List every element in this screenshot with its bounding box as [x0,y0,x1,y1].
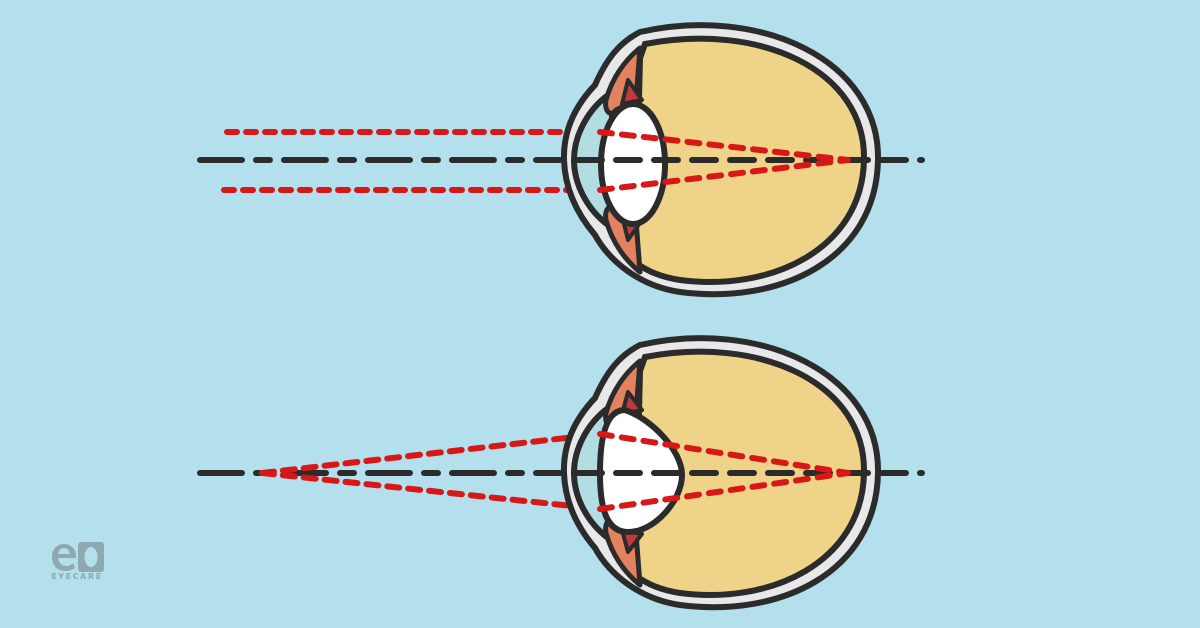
logo-wordmark: EYECARE [51,572,103,581]
light-ray-upper [259,431,603,476]
light-ray-lower-refracted [597,470,851,512]
light-ray-lower-refracted [597,157,851,193]
light-ray-lower [259,470,603,512]
eye-near-vision [197,335,925,611]
eo-logo-mark [52,542,104,572]
light-ray-upper-refracted [597,129,851,163]
eye-distance-vision [197,22,925,298]
lens-thin [598,101,668,227]
light-ray-upper-refracted [597,431,851,476]
eyecare-logo: EYECARE [48,541,106,583]
